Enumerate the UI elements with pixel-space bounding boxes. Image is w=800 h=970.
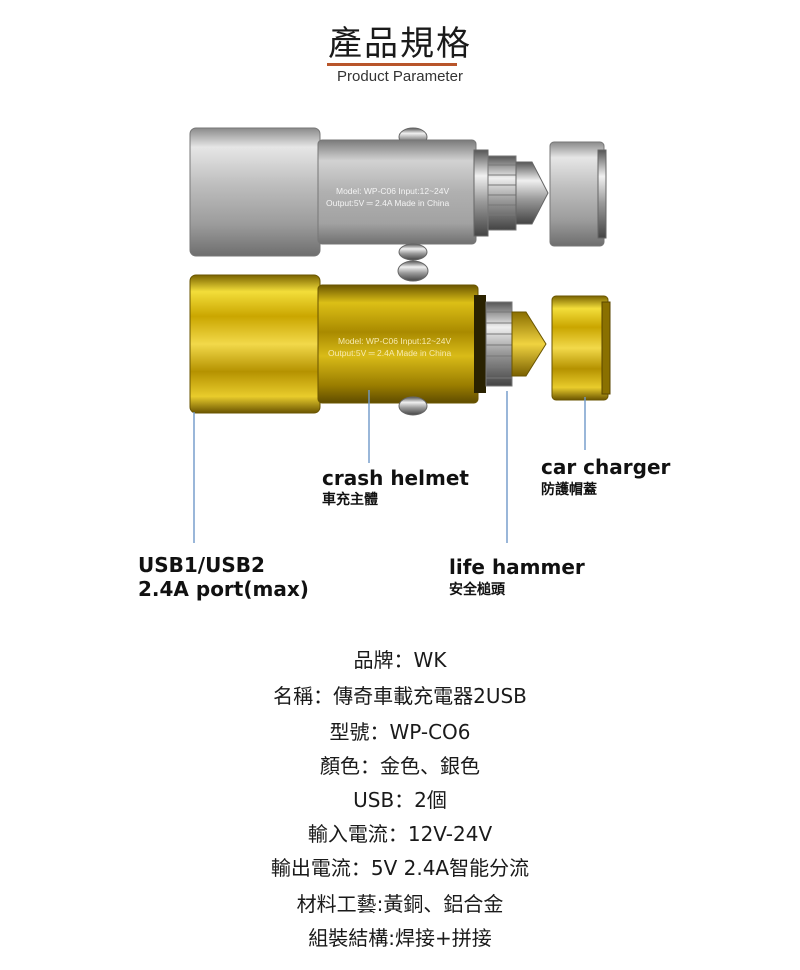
gold-charger: Model: WP-C06 Input:12~24V Output:5V ═ 2… — [189, 260, 611, 416]
spec-brand: 品牌：WK — [353, 648, 447, 672]
spec-color: 顏色：金色、銀色 — [320, 754, 480, 778]
crash-helmet-label-zh: 車充主體 — [322, 492, 378, 508]
callout-lines — [193, 390, 586, 543]
spec-assembly: 組裝結構:焊接+拼接 — [308, 926, 492, 950]
gold-output-text: Output:5V ═ 2.4A Made in China — [328, 348, 451, 358]
spec-model: 型號：WP-CO6 — [329, 720, 471, 744]
spec-usb: USB：2個 — [353, 788, 447, 812]
usb-label-line1: USB1/USB2 — [138, 553, 265, 577]
usb-port-label: USB1/USB2 2.4A port(max) — [138, 553, 309, 601]
spec-material: 材料工藝:黃銅、鋁合金 — [296, 892, 504, 916]
silver-output-text: Output:5V ═ 2.4A Made in China — [326, 198, 449, 208]
page-subtitle: Product Parameter — [337, 68, 463, 85]
silver-model-text: Model: WP-C06 Input:12~24V — [336, 186, 449, 196]
gold-model-text: Model: WP-C06 Input:12~24V — [338, 336, 451, 346]
product-illustration: Model: WP-C06 Input:12~24V Output:5V ═ 2… — [189, 127, 611, 543]
silver-charger: Model: WP-C06 Input:12~24V Output:5V ═ 2… — [189, 127, 607, 261]
car-charger-label: car charger — [541, 455, 671, 479]
crash-helmet-label: crash helmet — [322, 466, 469, 490]
car-charger-label-zh: 防護帽蓋 — [541, 482, 597, 498]
usb-label-line2: 2.4A port(max) — [138, 577, 309, 601]
spec-name: 名稱：傳奇車載充電器2USB — [273, 684, 527, 708]
spec-input: 輸入電流：12V-24V — [307, 822, 493, 846]
spec-output: 輸出電流：5V 2.4A智能分流 — [270, 856, 530, 880]
life-hammer-label-zh: 安全槌頭 — [449, 582, 505, 598]
life-hammer-label: life hammer — [449, 555, 585, 579]
title-underline — [327, 63, 457, 66]
page-title: 產品規格 — [328, 24, 472, 64]
